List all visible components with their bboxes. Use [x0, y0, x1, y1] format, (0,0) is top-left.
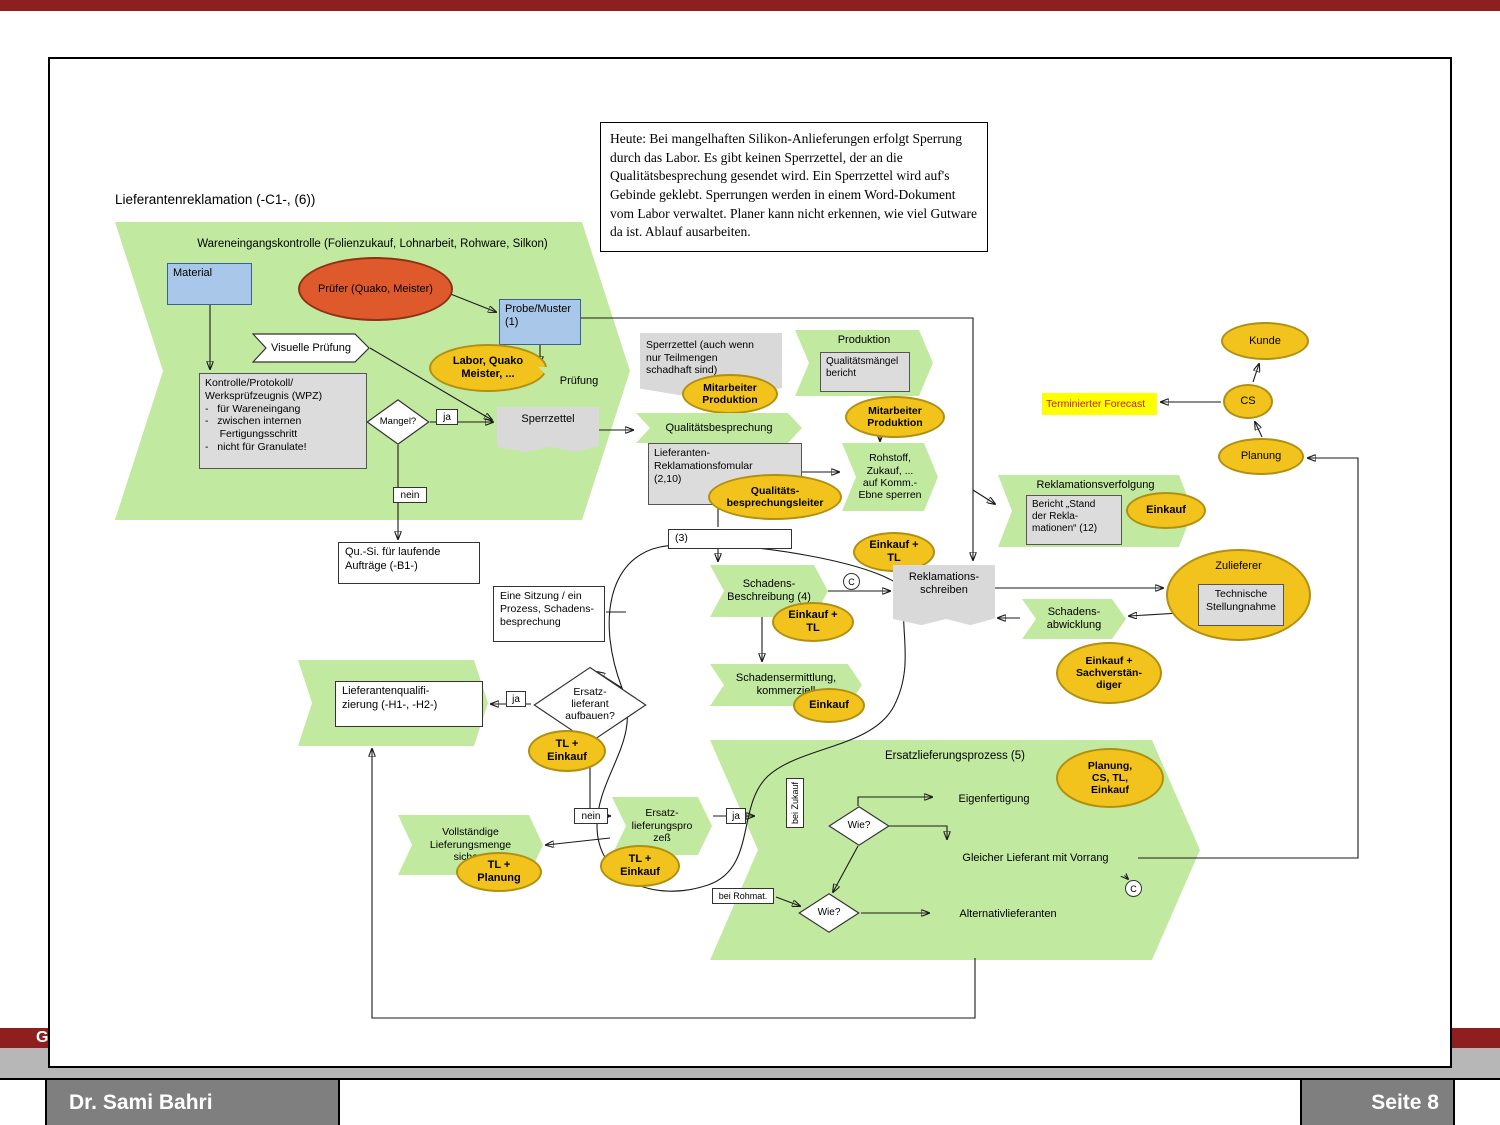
- top-red-bar: [0, 0, 1500, 11]
- label-nein: nein: [393, 487, 427, 503]
- sitzung-note-box: Eine Sitzung / ein Prozess, Schadens- be…: [493, 586, 605, 642]
- process-alternativlieferanten: Alternativlieferanten: [933, 896, 1083, 932]
- decision-wie-label: Wie?: [847, 820, 871, 832]
- process-eigenfertigung: Eigenfertigung: [936, 782, 1052, 816]
- label-ja: ja: [726, 808, 746, 824]
- decision-wie-rohmat: Wie?: [798, 893, 860, 933]
- role-pruefer: Prüfer (Quako, Meister): [298, 257, 453, 321]
- decision-wie-label: Wie?: [817, 907, 841, 919]
- label-3-box: (3): [668, 529, 792, 549]
- role-cs: CS: [1223, 384, 1273, 419]
- process-gleicher-lieferant: Gleicher Lieferant mit Vorrang: [933, 840, 1138, 876]
- qualitaetsmaengel-bericht-box: Qualitätsmängel bericht: [820, 352, 910, 392]
- doc-sperrzettel: Sperrzettel: [497, 407, 599, 452]
- role-einkauf-tl: Einkauf + TL: [772, 602, 854, 642]
- role-einkauf: Einkauf: [793, 688, 865, 723]
- connector-c: C: [1125, 880, 1142, 897]
- label-ja: ja: [506, 691, 526, 707]
- process-wareneingangskontrolle-label: Wareneingangskontrolle (Folienzukauf, Lo…: [197, 238, 548, 250]
- role-einkauf: Einkauf: [1126, 492, 1206, 529]
- bericht-stand-box: Bericht „Stand der Rekla- mationen“ (12): [1026, 495, 1122, 545]
- probe-muster-box: Probe/Muster (1): [499, 299, 581, 345]
- slide-footer: Dr. Sami Bahri Seite 8: [0, 1078, 1500, 1125]
- technische-stellungnahme-box: Technische Stellungnahme: [1198, 584, 1284, 626]
- label-bei-zukauf: bei Zukauf: [786, 778, 804, 828]
- doc-reklamationsschreiben: Reklamations- schreiben: [893, 565, 995, 626]
- role-qualitaetsbesprechungsleiter: Qualitäts- besprechungsleiter: [708, 474, 842, 520]
- process-qualitaetsbesprechung: Qualitätsbesprechung: [636, 413, 802, 443]
- process-schadensabwicklung: Schadens- abwicklung: [1022, 599, 1126, 639]
- label-nein: nein: [574, 808, 608, 824]
- band-letter: G: [36, 1029, 49, 1046]
- note-box: Heute: Bei mangelhaften Silikon-Anliefer…: [600, 122, 988, 252]
- shape-visuelle-pruefung: Visuelle Prüfung: [252, 333, 370, 363]
- material-box: Material: [167, 263, 252, 305]
- visuelle-pruefung-label: Visuelle Prüfung: [271, 341, 351, 354]
- role-tl-planung: TL + Planung: [456, 852, 542, 892]
- role-mitarbeiter-produktion: Mitarbeiter Produktion: [682, 374, 778, 414]
- label-ja: ja: [436, 409, 458, 425]
- role-einkauf-sachverstaendiger: Einkauf + Sachverstän- diger: [1056, 642, 1162, 704]
- decision-mangel: Mangel?: [366, 399, 430, 445]
- diagram-title: Lieferantenreklamation (-C1-, (6)): [115, 192, 316, 207]
- decision-wie-zukauf: Wie?: [828, 806, 890, 846]
- connector-c: C: [843, 573, 860, 590]
- role-tl-einkauf: TL + Einkauf: [528, 730, 606, 772]
- label-bei-rohmat: bei Rohmat.: [712, 888, 774, 904]
- footer-page-number: Seite 8: [1300, 1080, 1455, 1125]
- process-rohstoff-sperren: Rohstoff, Zukauf, ... auf Komm.- Ebne sp…: [842, 443, 938, 511]
- role-tl-einkauf: TL + Einkauf: [600, 845, 680, 887]
- role-planung-cs-tl-einkauf: Planung, CS, TL, Einkauf: [1056, 748, 1164, 808]
- qusi-box: Qu.-Si. für laufende Aufträge (-B1-): [338, 542, 480, 584]
- role-mitarbeiter-produktion: Mitarbeiter Produktion: [845, 396, 945, 438]
- decision-mangel-label: Mangel?: [379, 415, 417, 427]
- role-labor-quako: Labor, Quako Meister, ...: [429, 344, 547, 392]
- lieferantenqualifizierung-box: Lieferantenqualifi- zierung (-H1-, -H2-): [335, 681, 483, 727]
- decision-ersatzlieferant-label: Ersatz- lieferant aufbauen?: [565, 686, 615, 722]
- footer-author: Dr. Sami Bahri: [45, 1080, 340, 1125]
- terminierter-forecast-highlight: Terminierter Forecast: [1042, 393, 1157, 415]
- role-planung: Planung: [1218, 438, 1304, 475]
- kontrolle-protokoll-box: Kontrolle/Protokoll/ Werksprüfzeugnis (W…: [199, 373, 367, 469]
- role-kunde: Kunde: [1221, 322, 1309, 360]
